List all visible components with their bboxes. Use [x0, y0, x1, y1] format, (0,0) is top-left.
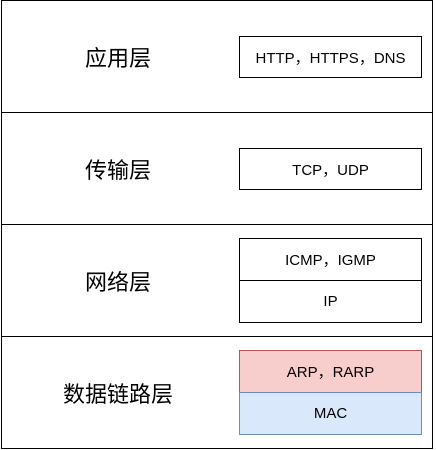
protocol-box-icmp-igmp: ICMP，IGMP [239, 238, 422, 281]
layer-name-network: 网络层 [84, 271, 151, 296]
transport-layer: 传输层 TCP，UDP [1, 112, 433, 225]
protocol-box-tcp-udp: TCP，UDP [239, 148, 422, 190]
application-layer: 应用层 HTTP，HTTPS，DNS [1, 0, 433, 113]
network-layer: 网络层 ICMP，IGMP IP [1, 224, 433, 337]
layer-name-transport: 传输层 [84, 159, 151, 184]
protocol-box-http-https-dns: HTTP，HTTPS，DNS [239, 36, 422, 78]
protocol-box-mac: MAC [239, 392, 422, 435]
layer-name-data-link: 数据链路层 [62, 383, 173, 408]
data-link-layer: 数据链路层 ARP，RARP MAC [1, 336, 433, 449]
protocol-box-arp-rarp: ARP，RARP [239, 350, 422, 393]
protocol-box-ip: IP [239, 280, 422, 323]
layer-name-application: 应用层 [84, 47, 151, 72]
